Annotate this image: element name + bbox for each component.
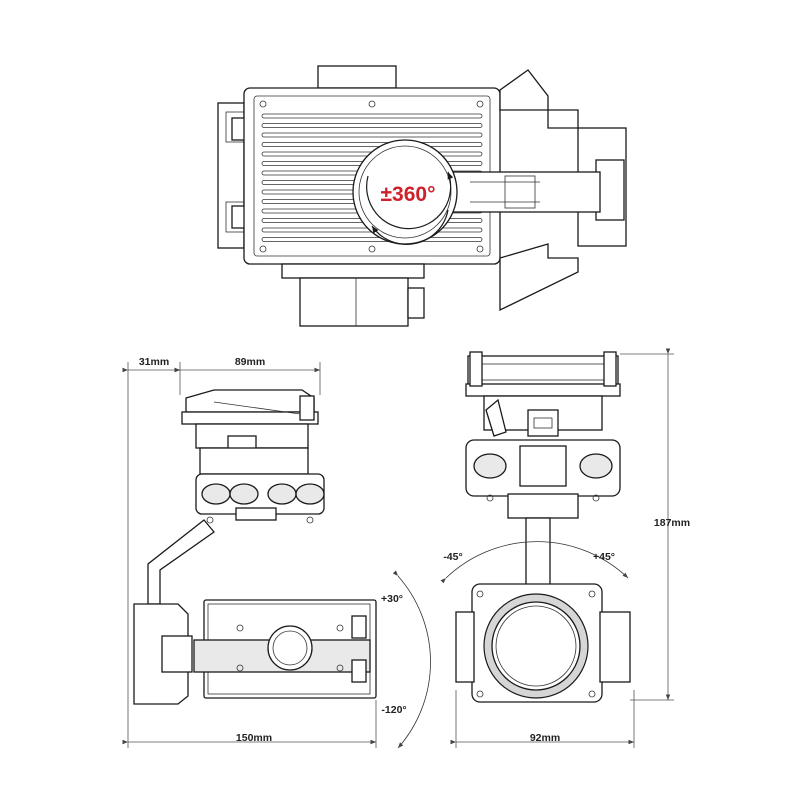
- dim-150mm: 150mm: [236, 732, 272, 744]
- fin: [261, 113, 483, 119]
- fin: [261, 132, 483, 138]
- fin: [261, 237, 483, 242]
- dim-92mm: 92mm: [530, 732, 560, 744]
- roll-right-label: +45°: [593, 551, 615, 563]
- roll-left-label: -45°: [443, 551, 462, 563]
- fin: [261, 123, 483, 128]
- tilt-down-label: -120°: [381, 704, 406, 716]
- dim-89mm: 89mm: [235, 356, 265, 368]
- top-view: ±360°: [217, 65, 627, 327]
- front-view: -45° +45° 187mm 92mm: [440, 348, 690, 748]
- tilt-up-label: +30°: [381, 593, 403, 605]
- fin: [261, 142, 483, 147]
- dim-31mm: 31mm: [139, 356, 169, 368]
- rotation-label-360: ±360°: [381, 183, 436, 206]
- side-view: 31mm 89mm: [122, 356, 431, 749]
- dim-187mm: 187mm: [654, 517, 690, 529]
